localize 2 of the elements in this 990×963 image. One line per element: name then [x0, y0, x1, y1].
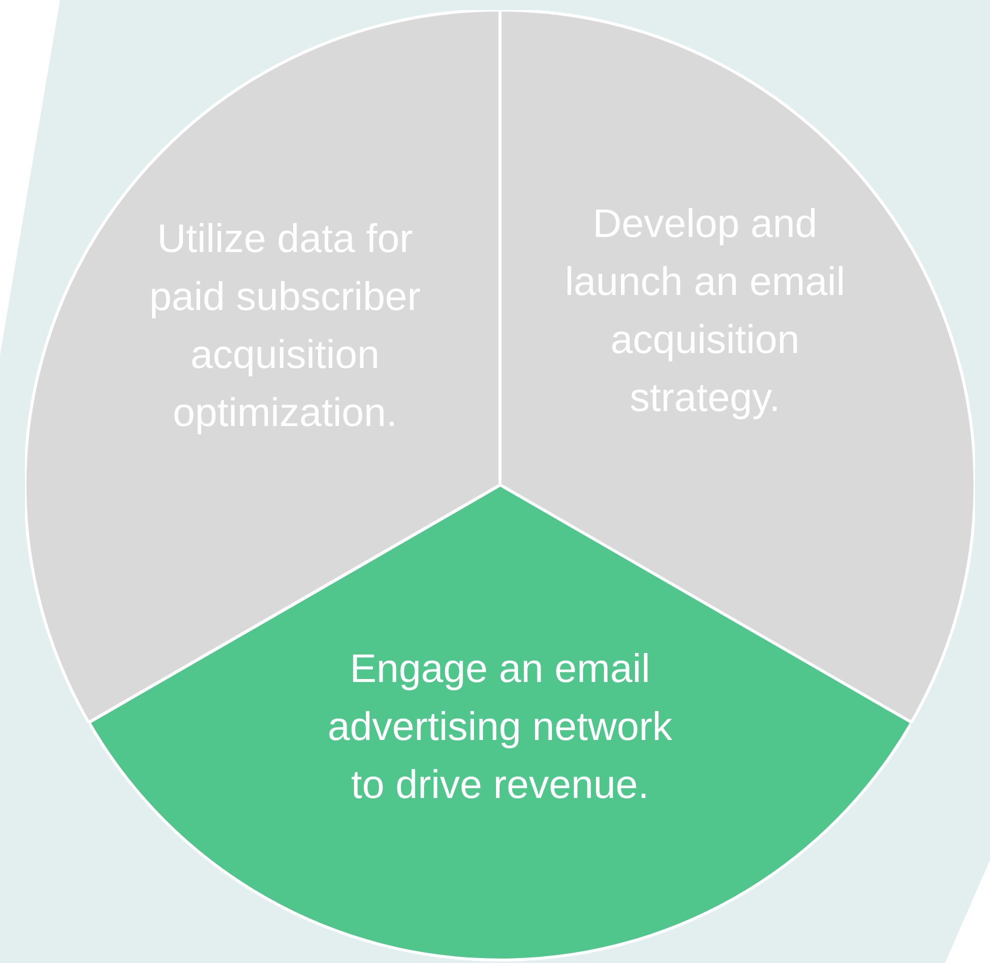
- segment-text: Engage an email advertising network to drive revenue.: [326, 646, 674, 809]
- pie-segment: [88, 485, 912, 962]
